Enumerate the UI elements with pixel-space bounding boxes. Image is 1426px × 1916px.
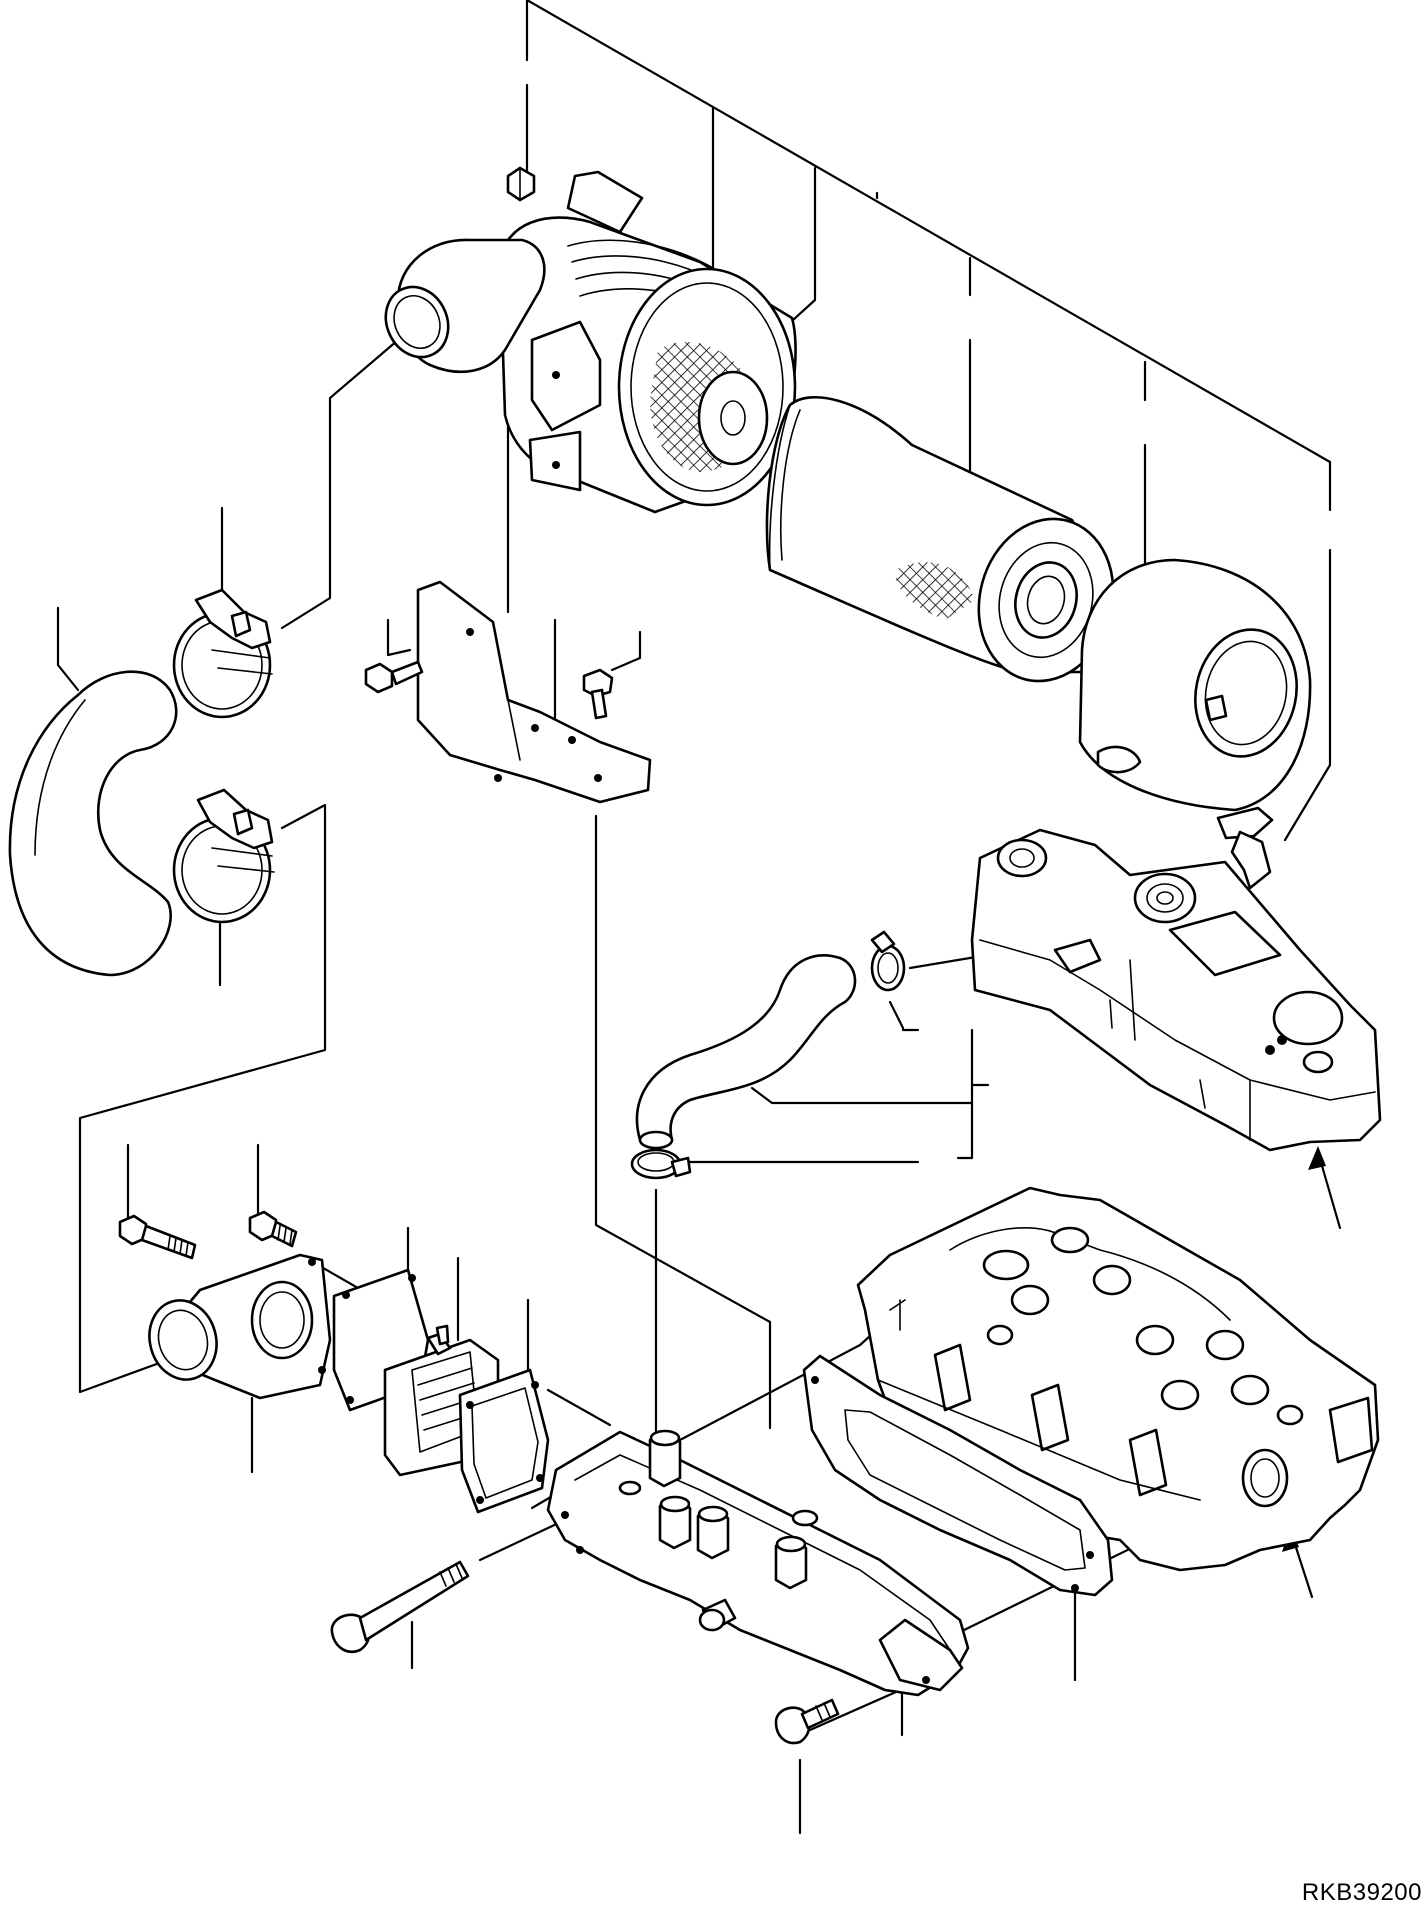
leader-hose-bracket [956,1028,974,1160]
leader-outlet-clamp [280,338,400,630]
air-cleaner-housing [384,166,797,514]
leader-valve [1283,548,1332,842]
center-line-7 [808,1686,907,1732]
leader-hose [56,606,80,692]
intake-hose [8,670,178,977]
leader-bolt-right [610,630,642,672]
hose-clamp-lower [172,788,275,924]
center-line-3 [678,1343,862,1442]
mounting-bracket [364,580,652,804]
breather-hose [630,930,906,1180]
leader-bolt-left [386,618,412,657]
long-bolt [330,1560,470,1653]
leader-breather-hose [750,1086,974,1105]
drawing-id-label: RKB39200 [1301,1879,1422,1906]
intake-elbow [148,1253,332,1400]
assembly-bracket-line [525,0,1332,512]
bolt-elbow-a [118,1214,197,1260]
manifold-bolt [774,1698,840,1745]
leader-hose-clamp-top [888,1000,920,1032]
leader-bracket-manifold [594,814,772,1430]
air-cleaner-cover [1078,558,1312,890]
leader-clamp-to-elbow [78,803,327,1394]
bolt-elbow-b [248,1210,298,1248]
hose-clamp-upper [172,588,273,719]
intake-manifold [546,1429,970,1697]
main-filter-element [765,395,1115,683]
manifold-gasket [802,1354,1114,1597]
center-line-5 [478,1518,567,1562]
arrow-cover-head [1308,1146,1326,1170]
heater-gasket [458,1368,550,1514]
center-line-2 [546,1388,612,1427]
head-cover [970,828,1382,1152]
